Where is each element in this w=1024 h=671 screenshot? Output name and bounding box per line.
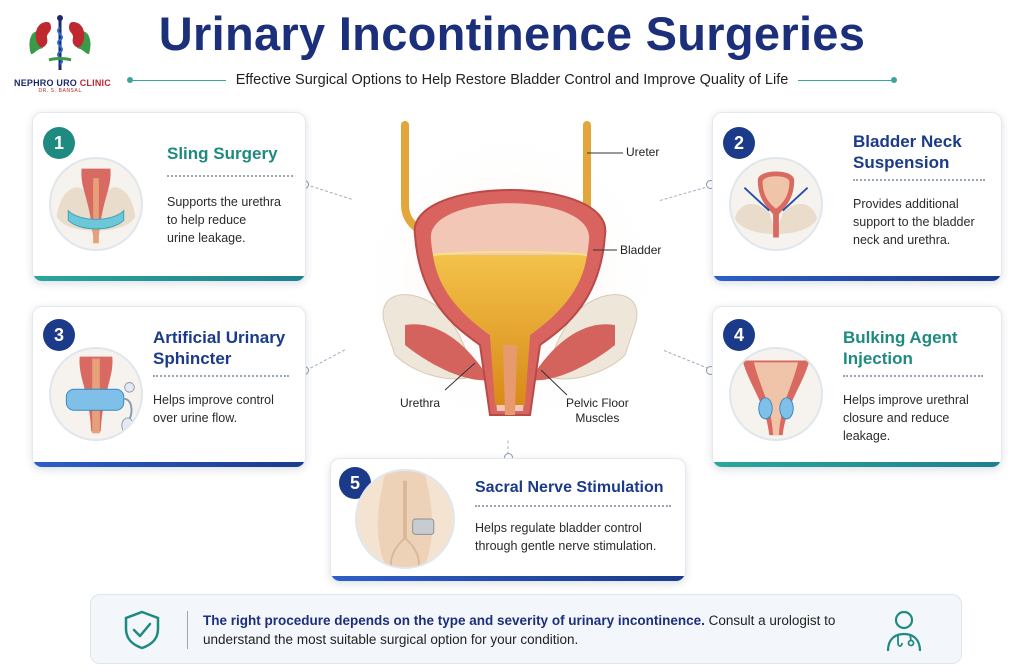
card-accent-bar [331, 576, 685, 581]
label-pelvic-floor-line2: Muscles [575, 411, 620, 425]
bulking-agent-illustration [742, 360, 810, 436]
card-description: Helps improve control over urine flow. [153, 391, 303, 427]
bladder-neck-illustration [734, 171, 818, 238]
label-ureter: Ureter [626, 145, 660, 159]
card-sacral-nerve-stimulation[interactable]: 5 Sacral Nerve Stimulation Helps regulat… [330, 458, 686, 582]
urethra [503, 345, 517, 415]
card-description: Helps regulate bladder control through g… [475, 519, 685, 555]
card-title-line1: Sacral Nerve Stimulation [475, 479, 664, 496]
card-desc-line2: support to the bladder [853, 215, 975, 229]
card-title-line1: Sling Surgery [167, 144, 278, 163]
sacral-nerve-thumbnail [355, 469, 455, 569]
urine-surface [432, 251, 588, 256]
urethra-leader [444, 362, 476, 391]
doctor-icon [886, 610, 922, 652]
logo-name: NEPHRO URO CLINIC [14, 78, 111, 88]
card-desc-line2: through gentle nerve stimulation. [475, 539, 657, 553]
card-divider [167, 175, 293, 177]
card-bulking-agent-injection[interactable]: 4 Bulking Agent Injection Helps improve … [712, 306, 1002, 468]
card-desc-line1: Supports the urethra [167, 195, 281, 209]
card-desc-line1: Helps regulate bladder control [475, 521, 642, 535]
card-artificial-urinary-sphincter[interactable]: 3 Artificial Urinary Sphincter Helps imp… [32, 306, 306, 468]
page-title: Urinary Incontinence Surgeries [158, 7, 866, 60]
bladder-neck-thumbnail [729, 157, 823, 251]
card-number-badge: 2 [723, 127, 755, 159]
sling-illustration [56, 168, 136, 244]
card-desc-line1: Helps improve control [153, 393, 274, 407]
card-title: Sacral Nerve Stimulation [475, 477, 685, 498]
card-description: Helps improve urethral closure and reduc… [843, 391, 999, 445]
bladder-anatomy-illustration [348, 118, 672, 442]
label-bladder: Bladder [620, 243, 662, 257]
card-desc-line2: to help reduce [167, 213, 247, 227]
card-number-badge: 1 [43, 127, 75, 159]
footer-text: The right procedure depends on the type … [203, 611, 863, 649]
card-desc-line3: urine leakage. [167, 231, 246, 245]
kidney-caduceus-icon [29, 15, 91, 70]
card-desc-line3: neck and urethra. [853, 233, 951, 247]
card-bladder-neck-suspension[interactable]: 2 Bladder Neck Suspension Provides addit… [712, 112, 1002, 282]
card-desc-line1: Helps improve urethral [843, 393, 969, 407]
card-title: Bladder Neck Suspension [853, 131, 995, 173]
card-desc-line2: over urine flow. [153, 411, 238, 425]
card-accent-bar [33, 276, 305, 281]
card-desc-line3: leakage. [843, 429, 891, 443]
shield-check-icon [124, 610, 160, 650]
footer-bold-text: The right procedure depends on the type … [203, 613, 705, 628]
bladder-urine [433, 255, 587, 405]
card-desc-line2: closure and reduce [843, 411, 950, 425]
subtitle-rule-right [798, 76, 897, 83]
connector-3 [305, 349, 346, 371]
footer-rest-text: Consult a urologist to understand the mo… [203, 613, 836, 647]
pelvic-floor-leader [540, 369, 568, 396]
label-pelvic-floor: Pelvic Floor Muscles [566, 396, 629, 426]
card-number-badge: 3 [43, 319, 75, 351]
card-title: Artificial Urinary Sphincter [153, 327, 303, 369]
card-title-line1: Bladder Neck [853, 132, 962, 151]
artificial-sphincter-illustration [65, 356, 135, 434]
card-accent-bar [713, 276, 1001, 281]
label-urethra: Urethra [400, 396, 441, 410]
pelvic-floor-muscle-left [405, 324, 490, 381]
card-title: Bulking Agent Injection [843, 327, 993, 369]
footer-divider [187, 611, 188, 649]
card-accent-bar [33, 462, 305, 467]
artificial-sphincter-thumbnail [49, 347, 143, 441]
card-number-badge: 4 [723, 319, 755, 351]
card-title-line1: Artificial Urinary [153, 328, 286, 347]
card-title-line1: Bulking Agent [843, 328, 958, 347]
clinic-logo: NEPHRO URO CLINIC DR. S. BANSAL [14, 14, 111, 106]
card-divider [153, 375, 289, 377]
bulking-agent-thumbnail [729, 347, 823, 441]
subtitle-rule-left [127, 76, 226, 83]
label-pelvic-floor-line1: Pelvic Floor [566, 396, 629, 410]
card-accent-bar [713, 462, 1001, 467]
card-divider [853, 179, 985, 181]
page-subtitle: Effective Surgical Options to Help Resto… [127, 70, 897, 90]
card-desc-line1: Provides additional [853, 197, 959, 211]
sling-surgery-thumbnail [49, 157, 143, 251]
card-divider [475, 505, 671, 507]
card-description: Supports the urethra to help reduce urin… [167, 193, 303, 247]
card-title: Sling Surgery [167, 143, 297, 164]
card-title-line2: Suspension [853, 153, 950, 172]
footer-advice-banner: The right procedure depends on the type … [90, 594, 962, 664]
card-sling-surgery[interactable]: 1 Sling Surgery Supports the urethra to … [32, 112, 306, 282]
logo-tagline: DR. S. BANSAL [38, 88, 82, 94]
card-divider [843, 375, 983, 377]
sacral-nerve-illustration [357, 471, 453, 567]
card-description: Provides additional support to the bladd… [853, 195, 999, 249]
subtitle-text: Effective Surgical Options to Help Resto… [235, 72, 789, 88]
card-title-line2: Injection [843, 349, 913, 368]
card-title-line2: Sphincter [153, 349, 232, 368]
pelvic-floor-muscle-right [530, 324, 615, 381]
